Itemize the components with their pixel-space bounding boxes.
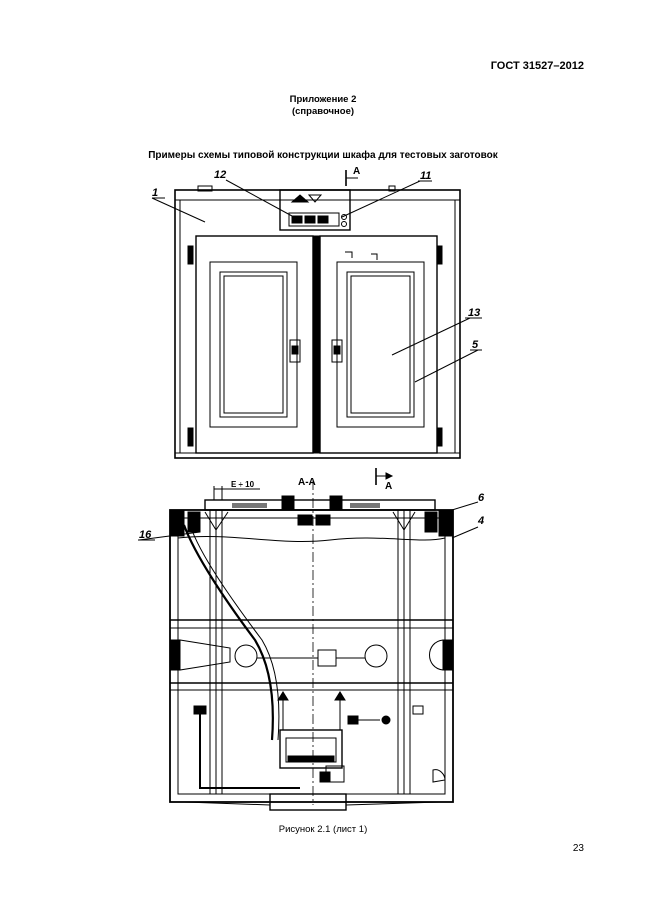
callout-12: 12 <box>214 169 226 181</box>
section-view <box>138 468 479 811</box>
page-number: 23 <box>572 843 584 854</box>
appendix-title: Приложение 2 <box>289 94 357 105</box>
figure-caption: Рисунок 2.1 (лист 1) <box>278 824 368 835</box>
appendix-heading: Приложение 2 (справочное) <box>0 94 646 118</box>
standard-number: ГОСТ 31527–2012 <box>490 60 584 72</box>
callout-1: 1 <box>152 187 158 199</box>
callout-11: 11 <box>420 170 431 182</box>
appendix-subtitle: (справочное) <box>291 106 355 117</box>
section-label: А-А <box>298 477 316 488</box>
figure-title: Примеры схемы типовой конструкции шкафа … <box>148 150 498 161</box>
section-mark-bottom: А <box>385 481 392 492</box>
callout-13: 13 <box>468 307 480 319</box>
callout-4: 4 <box>477 515 484 527</box>
callout-6: 6 <box>478 492 485 504</box>
callout-16: 16 <box>139 529 152 541</box>
front-view <box>151 170 482 459</box>
section-mark-top: А <box>353 166 360 177</box>
dimension-label: Е ÷ 10 <box>231 480 255 489</box>
callout-5: 5 <box>472 339 479 351</box>
